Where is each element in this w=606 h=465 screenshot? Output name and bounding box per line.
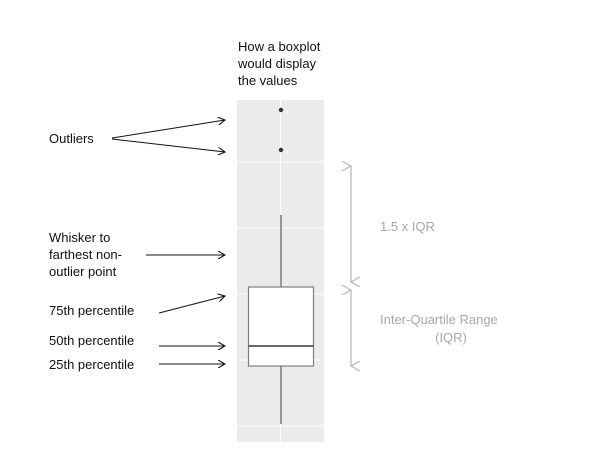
iqr-label-line-1: Inter-Quartile Range: [380, 312, 498, 327]
outlier-point: [278, 147, 284, 153]
p50-label: 50th percentile: [49, 333, 134, 348]
outliers-label: Outliers: [49, 131, 94, 146]
whisker-label-line-2: farthest non-: [49, 247, 122, 262]
p75-label: 75th percentile: [49, 303, 134, 318]
diagram-title-line-1: How a boxplot: [238, 39, 321, 54]
p25-label: 25th percentile: [49, 357, 134, 372]
p75-arrow: [158, 296, 225, 314]
iqr-label-line-2: (IQR): [435, 330, 467, 345]
outlier-arrow-lower: [111, 138, 225, 152]
whisker-label-line-1: Whisker to: [49, 230, 110, 245]
diagram-title-line-2: would display: [237, 56, 317, 71]
outlier-arrow-upper: [111, 120, 225, 139]
iqr-box: [247, 286, 315, 367]
diagram-title-line-3: the values: [238, 73, 298, 88]
plot-panel: [237, 100, 324, 442]
whisker-span-label: 1.5 x IQR: [380, 219, 435, 234]
outlier-point: [278, 107, 284, 113]
whisker-label-line-3: outlier point: [49, 264, 117, 279]
